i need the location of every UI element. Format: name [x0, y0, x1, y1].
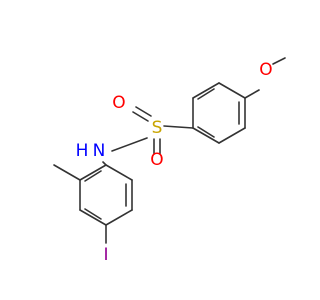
atom-oxygen-sulfonyl-bottom: O — [150, 150, 163, 170]
bond — [105, 164, 133, 181]
sulfonyl-bonds — [111, 106, 161, 155]
methoxyphenyl-ring — [192, 82, 246, 144]
bond — [135, 106, 152, 117]
bond — [218, 127, 246, 144]
bond — [218, 82, 246, 99]
bond-double-inner — [84, 170, 102, 182]
bond-ring-sulfur — [163, 125, 194, 129]
bond — [105, 209, 133, 226]
bond — [111, 137, 148, 152]
bond — [244, 89, 260, 99]
bond — [192, 127, 220, 144]
atom-oxygen-methoxy: O — [259, 60, 272, 80]
bond — [192, 82, 220, 99]
bond — [272, 57, 286, 65]
atom-oxygen-sulfonyl-left: O — [112, 93, 125, 113]
bond — [132, 111, 149, 122]
atom-hydrogen: H — [76, 141, 89, 161]
bond-methyl — [53, 164, 81, 181]
iodophenyl-ring — [79, 164, 133, 226]
methoxy-group — [244, 57, 286, 99]
structure-canvas: O O S O H N I — [53, 57, 286, 265]
atom-nitrogen: N — [93, 141, 106, 161]
bond-double-inner — [84, 208, 102, 220]
atom-iodine: I — [103, 245, 108, 265]
bond-double-inner — [197, 126, 215, 138]
bond-double-inner — [197, 88, 215, 100]
bond — [79, 164, 107, 181]
bond — [79, 209, 107, 226]
molecule-diagram: O O S O H N I — [53, 57, 286, 265]
atom-sulfur: S — [152, 118, 163, 138]
